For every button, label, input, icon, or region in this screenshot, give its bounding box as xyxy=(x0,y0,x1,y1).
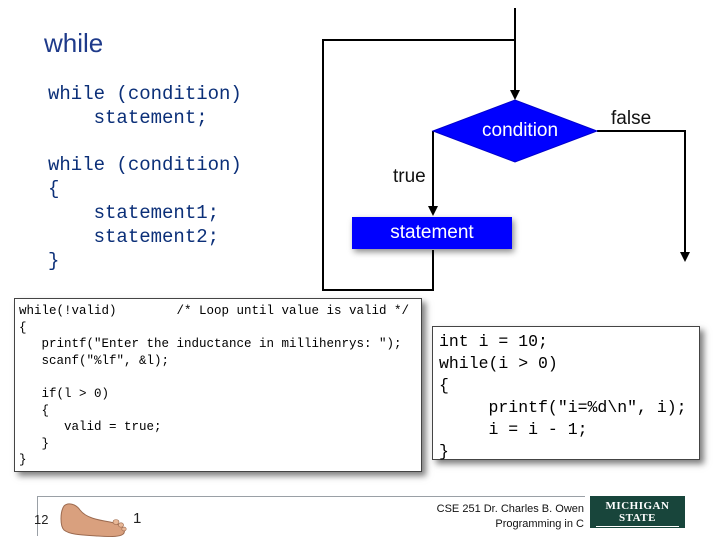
example-code-countdown: int i = 10; while(i > 0) { printf("i=%d\… xyxy=(432,326,700,460)
statement-box: statement xyxy=(352,217,512,249)
foot-icon xyxy=(58,500,128,538)
false-label: false xyxy=(611,108,651,130)
false-arrow xyxy=(597,131,685,260)
true-label: true xyxy=(393,166,426,188)
condition-label: condition xyxy=(482,120,558,142)
example-code-valid-loop: while(!valid) /* Loop until value is val… xyxy=(14,298,422,472)
course-credit: CSE 251 Dr. Charles B. Owen Programming … xyxy=(420,502,584,532)
page-number: 12 xyxy=(34,512,48,527)
msu-logo: MICHIGAN STATE UNIVERSITY xyxy=(590,496,685,528)
loop-back-line xyxy=(323,40,515,290)
course-credit-line2: Programming in C xyxy=(420,517,584,532)
msu-logo-line2: UNIVERSITY xyxy=(596,526,679,539)
course-credit-line1: CSE 251 Dr. Charles B. Owen xyxy=(420,502,584,517)
msu-logo-line1: MICHIGAN STATE xyxy=(590,496,685,524)
subpage-number: 1 xyxy=(133,510,141,527)
footer-divider xyxy=(37,496,585,497)
